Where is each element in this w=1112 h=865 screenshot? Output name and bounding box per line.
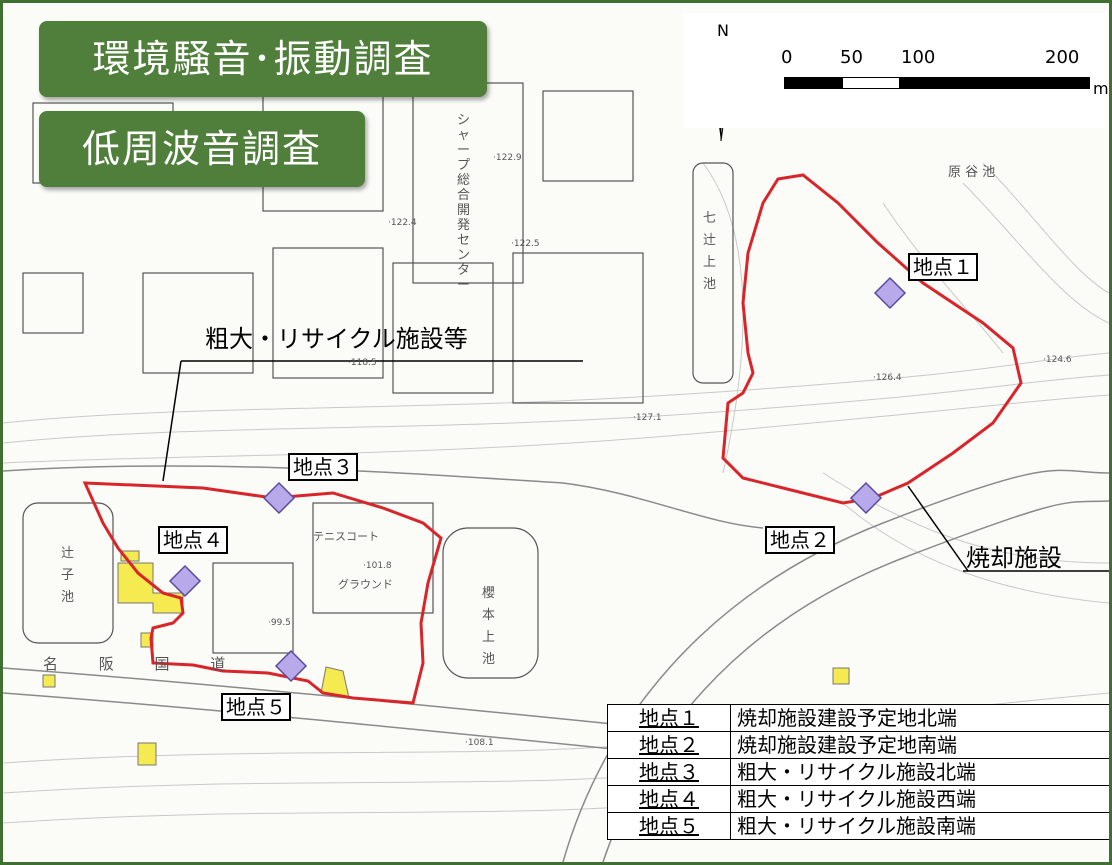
legend-desc: 焼却施設建設予定地南端 [730,731,1109,759]
legend-row: 地点３ 粗大・リサイクル施設北端 [607,758,1109,786]
point-5-marker[interactable] [274,649,308,683]
point-1-marker[interactable] [873,276,907,310]
title-noise-vibration: 環境騒音･振動調査 [39,21,487,97]
legend-point: 地点４ [607,785,731,813]
legend-point: 地点１ [607,704,731,732]
legend-row: 地点５ 粗大・リサイクル施設南端 [607,812,1109,840]
hara-pond-label: 原 谷 池 [948,165,996,180]
scale-bar: N 0 50 100 200 m [683,13,1109,128]
incinerator-boundary [721,173,1023,505]
elevation-label: ·127.1 [633,413,662,423]
elevation-label: ·122.9 [493,153,522,163]
scale-tick: 200 [1045,47,1080,68]
scale-tick: 50 [840,47,863,68]
scale-tick: 0 [781,47,793,68]
elevation-label: ·118.5 [348,358,377,368]
legend-row: 地点１ 焼却施設建設予定地北端 [607,704,1109,732]
legend-point: 地点３ [607,758,731,786]
incinerator-underline [963,570,1109,572]
elevation-label: ·126.4 [873,373,902,383]
legend-desc: 焼却施設建設予定地北端 [730,704,1109,732]
tsujiko-pond-label: 辻 子 池 [61,546,75,605]
elevation-label: ·99.5 [268,618,291,628]
legend-desc: 粗大・リサイクル施設西端 [730,785,1109,813]
point-5-label: 地点５ [221,693,291,721]
ground-label: グラウンド [338,578,393,591]
legend-desc: 粗大・リサイクル施設北端 [730,758,1109,786]
point-legend-table: 地点１ 焼却施設建設予定地北端 地点２ 焼却施設建設予定地南端 地点３ 粗大・リ… [607,704,1109,840]
nanatsuji-pond-label: 七 辻 上 池 [703,211,717,292]
elevation-label: ·122.4 [388,218,417,228]
sharp-center-label: シャープ総合開発センター [457,113,471,293]
legend-row: 地点４ 粗大・リサイクル施設西端 [607,785,1109,813]
legend-point: 地点５ [607,812,731,840]
meihan-road-label: 名 阪 国 道 [43,655,244,673]
elevation-label: ·122.5 [511,239,540,249]
elevation-label: ·101.8 [363,561,392,571]
point-1-label: 地点１ [908,253,978,281]
scale-tick: 100 [901,47,936,68]
elevation-label: ·124.6 [1043,355,1072,365]
point-3-label: 地点３ [288,453,358,481]
incinerator-area-label: 焼却施設 [966,544,1062,572]
scale-unit: m [1093,79,1109,98]
point-2-marker[interactable] [849,481,883,515]
title-low-frequency: 低周波音調査 [39,111,365,187]
point-4-marker[interactable] [168,564,202,598]
legend-point: 地点２ [607,731,731,759]
legend-desc: 粗大・リサイクル施設南端 [730,812,1109,840]
point-2-label: 地点２ [765,526,835,554]
north-label: N [717,21,729,40]
elevation-label: ·108.1 [465,738,494,748]
tennis-court-label: テニスコート [313,530,379,543]
sakuramoto-pond-label: 櫻 本 上 池 [482,586,496,667]
bulky-recycle-area-label: 粗大・リサイクル施設等 [205,325,468,353]
point-3-marker[interactable] [262,481,296,515]
point-4-label: 地点４ [158,526,228,554]
legend-row: 地点２ 焼却施設建設予定地南端 [607,731,1109,759]
